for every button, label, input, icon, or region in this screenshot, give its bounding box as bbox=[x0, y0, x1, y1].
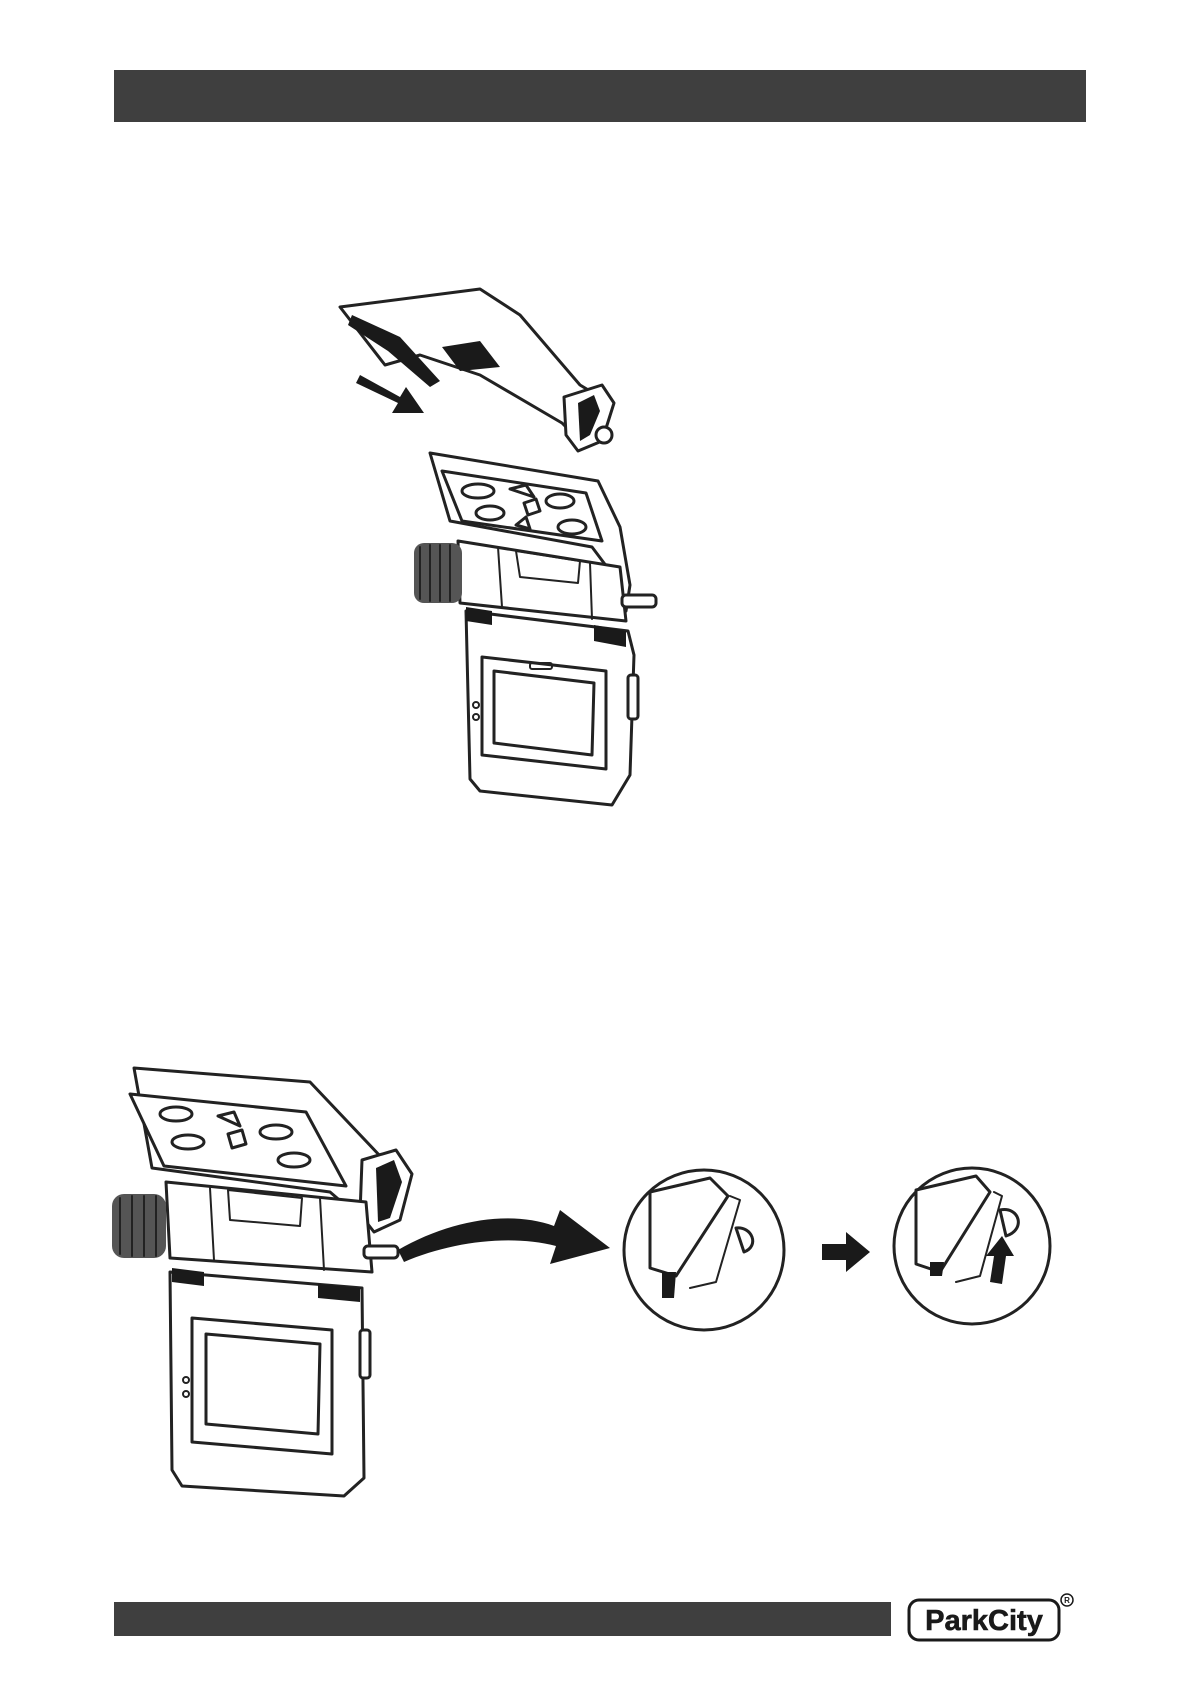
footer-bar bbox=[114, 1602, 891, 1636]
camera-body bbox=[414, 453, 656, 805]
svg-text:ParkCity: ParkCity bbox=[925, 1605, 1043, 1637]
svg-text:R: R bbox=[1064, 1596, 1070, 1605]
parkcity-logo: ParkCity R bbox=[907, 1592, 1077, 1648]
lock-detail-before bbox=[624, 1170, 784, 1330]
mount-lock-illustration bbox=[110, 1050, 1090, 1510]
mount-insert-illustration bbox=[330, 285, 730, 885]
lock-detail-after bbox=[894, 1168, 1050, 1324]
mount-bracket bbox=[340, 289, 614, 451]
curved-arrow-icon bbox=[398, 1210, 610, 1264]
slide-arrow-icon bbox=[356, 375, 424, 413]
camera-mounted bbox=[112, 1068, 412, 1496]
next-arrow-icon bbox=[822, 1232, 870, 1272]
header-bar bbox=[114, 70, 1086, 122]
